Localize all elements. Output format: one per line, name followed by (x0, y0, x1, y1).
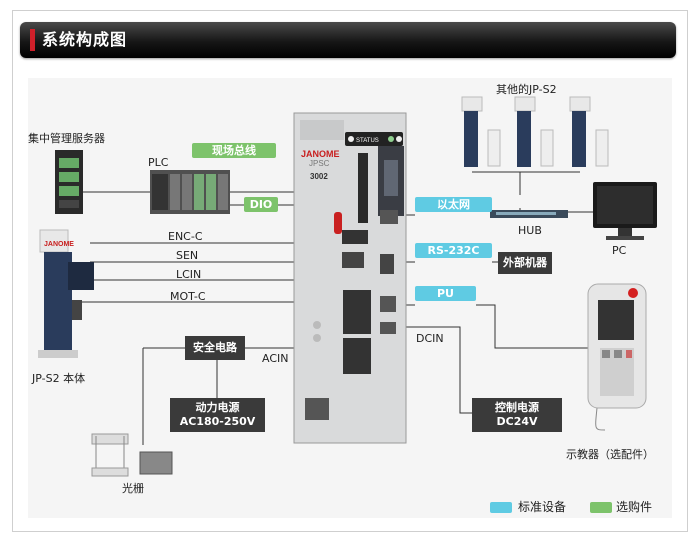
controller-model-line: JPSC (309, 159, 330, 168)
external-device-box: 外部机器 (498, 252, 552, 274)
controller-brand: JANOME (301, 149, 340, 159)
pc-icon (593, 182, 657, 240)
title-bar (20, 22, 676, 58)
sen-label: SEN (176, 249, 199, 262)
other-robots-label: 其他的JP-S2 (496, 83, 557, 96)
power-supply-title: 动力电源 (195, 401, 240, 414)
tag-dio: DIO (244, 197, 278, 212)
control-power-rating: DC24V (496, 415, 538, 428)
motc-label: MOT-C (170, 290, 206, 303)
legend-label-standard: 标准设备 (518, 500, 567, 514)
dcin-label: DCIN (416, 332, 444, 345)
robot-label: JP-S2 本体 (32, 372, 86, 385)
plc-label: PLC (148, 156, 169, 169)
hub-icon (490, 210, 568, 218)
controller-status: STATUS (356, 138, 379, 144)
controller-model-no: 3002 (310, 172, 328, 181)
power-supply-rating: AC180-250V (179, 415, 256, 428)
safety-circuit-box: 安全电路 (185, 336, 245, 360)
other-robots-icon (461, 96, 609, 167)
tag-fieldbus: 现场总线 (192, 143, 276, 158)
pendant-icon (587, 283, 647, 431)
legend-label-optional: 选购件 (616, 500, 653, 514)
page-title: 系统构成图 (42, 30, 128, 49)
legend-swatch-optional (590, 502, 612, 513)
pc-label: PC (612, 244, 627, 257)
power-supply-box: 动力电源 AC180-250V (170, 398, 265, 432)
pendant-label: 示教器（选配件） (566, 448, 654, 461)
legend-swatch-standard (490, 502, 512, 513)
server-label: 集中管理服务器 (28, 132, 105, 145)
plc-icon (150, 170, 230, 214)
light-curtain-label: 光栅 (122, 482, 144, 495)
server-icon (55, 150, 83, 214)
tag-pu: PU (415, 286, 476, 301)
robot-icon: JANOME (38, 229, 94, 358)
controller-unit (293, 112, 407, 444)
light-curtain-icon (91, 433, 173, 477)
control-power-box: 控制电源 DC24V (472, 398, 562, 432)
lcin-label: LCIN (176, 268, 202, 281)
title-accent (30, 29, 35, 51)
tag-rs232c: RS-232C (415, 243, 492, 258)
hub-label: HUB (518, 224, 542, 237)
enc-label: ENC-C (168, 230, 203, 243)
tag-ethernet: 以太网 (415, 197, 492, 212)
acin-label: ACIN (262, 352, 289, 365)
control-power-title: 控制电源 (495, 401, 539, 414)
svg-text:JANOME: JANOME (44, 241, 74, 248)
